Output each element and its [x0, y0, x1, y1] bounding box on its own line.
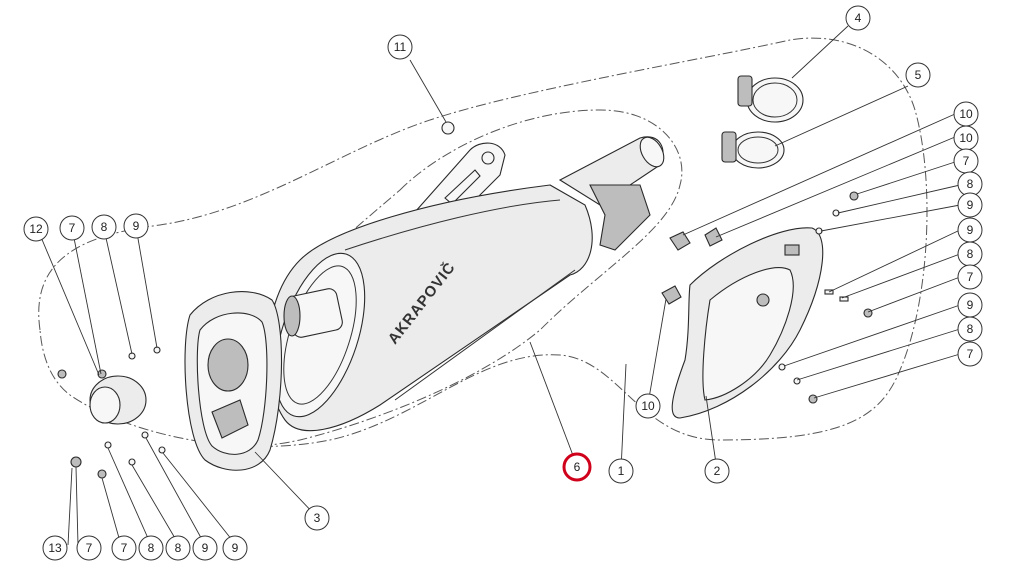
svg-text:8: 8 [967, 322, 974, 336]
muffler-sleeve-line-2 [394, 269, 576, 401]
callout-10a: 10 [953, 101, 979, 127]
end-cap-outlet [207, 338, 249, 392]
callout-8d: 8 [91, 214, 117, 240]
svg-text:9: 9 [232, 541, 239, 555]
callout-13: 13 [42, 535, 68, 561]
svg-text:7: 7 [963, 154, 970, 168]
clamp-5-bolt [721, 131, 737, 163]
muffler-sleeve-line [344, 199, 561, 251]
svg-text:3: 3 [314, 511, 321, 525]
tip-face [89, 386, 121, 424]
callout-7b: 7 [957, 264, 983, 290]
nut-11 [441, 121, 455, 135]
callout-5: 5 [905, 62, 931, 88]
svg-text:13: 13 [48, 541, 62, 555]
hanger-bracket [589, 184, 651, 251]
callout-7c: 7 [957, 341, 983, 367]
svg-text:9: 9 [967, 223, 974, 237]
screw-left-3 [70, 456, 82, 468]
washer-6 [158, 446, 166, 454]
screw-left-1 [57, 369, 67, 379]
callout-8f: 8 [165, 535, 191, 561]
screw-right-2 [863, 308, 873, 318]
washer-5 [141, 431, 149, 439]
svg-text:10: 10 [959, 131, 973, 145]
washer-3 [104, 441, 112, 449]
svg-text:6: 6 [574, 460, 581, 474]
svg-text:11: 11 [394, 40, 407, 54]
callout-8c: 8 [957, 316, 983, 342]
svg-text:8: 8 [967, 177, 974, 191]
callout-7f: 7 [111, 535, 137, 561]
callout-9b: 9 [957, 217, 983, 243]
heat-shield-inner [702, 267, 794, 401]
callout-11: 11 [387, 34, 413, 60]
svg-text:10: 10 [959, 107, 973, 121]
callout-9c: 9 [957, 292, 983, 318]
screw-right-1 [849, 191, 859, 201]
svg-text:7: 7 [967, 347, 974, 361]
svg-text:7: 7 [121, 541, 128, 555]
washer-right-5 [778, 363, 786, 371]
callout-2: 2 [704, 458, 730, 484]
svg-text:7: 7 [69, 221, 76, 235]
washer-4 [128, 458, 136, 466]
tailpipe-inner-opening [283, 295, 301, 337]
callout-6: 6 [562, 452, 592, 482]
clip-10a [669, 231, 691, 251]
svg-text:4: 4 [855, 11, 862, 25]
callout-10b: 10 [953, 125, 979, 151]
callout-7a: 7 [953, 148, 979, 174]
svg-text:9: 9 [967, 198, 974, 212]
callout-10c: 10 [635, 393, 661, 419]
bracket-hole [481, 151, 495, 165]
callout-8a: 8 [957, 171, 983, 197]
callout-12: 12 [23, 216, 49, 242]
callout-7d: 7 [59, 215, 85, 241]
link-pipe-end [639, 136, 665, 168]
end-cap-vent [211, 399, 249, 439]
callout-9e: 9 [192, 535, 218, 561]
heat-shield-mount-1 [756, 293, 770, 307]
svg-text:9: 9 [202, 541, 209, 555]
screw-left-2 [97, 369, 107, 379]
callout-3: 3 [304, 505, 330, 531]
callout-7e: 7 [76, 535, 102, 561]
clamp-4 [746, 77, 804, 123]
svg-text:8: 8 [148, 541, 155, 555]
svg-text:9: 9 [967, 298, 974, 312]
callout-9a: 9 [957, 192, 983, 218]
svg-text:12: 12 [29, 222, 43, 236]
screw-left-4 [97, 469, 107, 479]
clip-10b [704, 227, 723, 247]
clip-10c [661, 285, 682, 305]
leader-lines [37, 25, 961, 546]
clamp-4-bolt [737, 75, 753, 107]
svg-text:1: 1 [618, 464, 625, 478]
svg-text:5: 5 [915, 68, 922, 82]
svg-text:2: 2 [714, 464, 721, 478]
svg-text:8: 8 [175, 541, 182, 555]
callout-8b: 8 [957, 241, 983, 267]
screw-right-3 [808, 394, 818, 404]
callout-4: 4 [845, 5, 871, 31]
svg-text:10: 10 [641, 399, 655, 413]
callout-9f: 9 [222, 535, 248, 561]
clamp-5-inner [737, 136, 779, 164]
svg-text:7: 7 [967, 270, 974, 284]
clamp-4-inner [752, 82, 798, 118]
callout-1: 1 [608, 458, 634, 484]
callout-8e: 8 [138, 535, 164, 561]
muffler-rear-face [274, 252, 366, 418]
svg-text:7: 7 [86, 541, 93, 555]
callout-9d: 9 [123, 213, 149, 239]
svg-text:8: 8 [101, 220, 108, 234]
svg-text:9: 9 [133, 219, 140, 233]
svg-text:8: 8 [967, 247, 974, 261]
assembly-outline [38, 37, 928, 447]
heat-shield-mount-2 [784, 244, 800, 256]
